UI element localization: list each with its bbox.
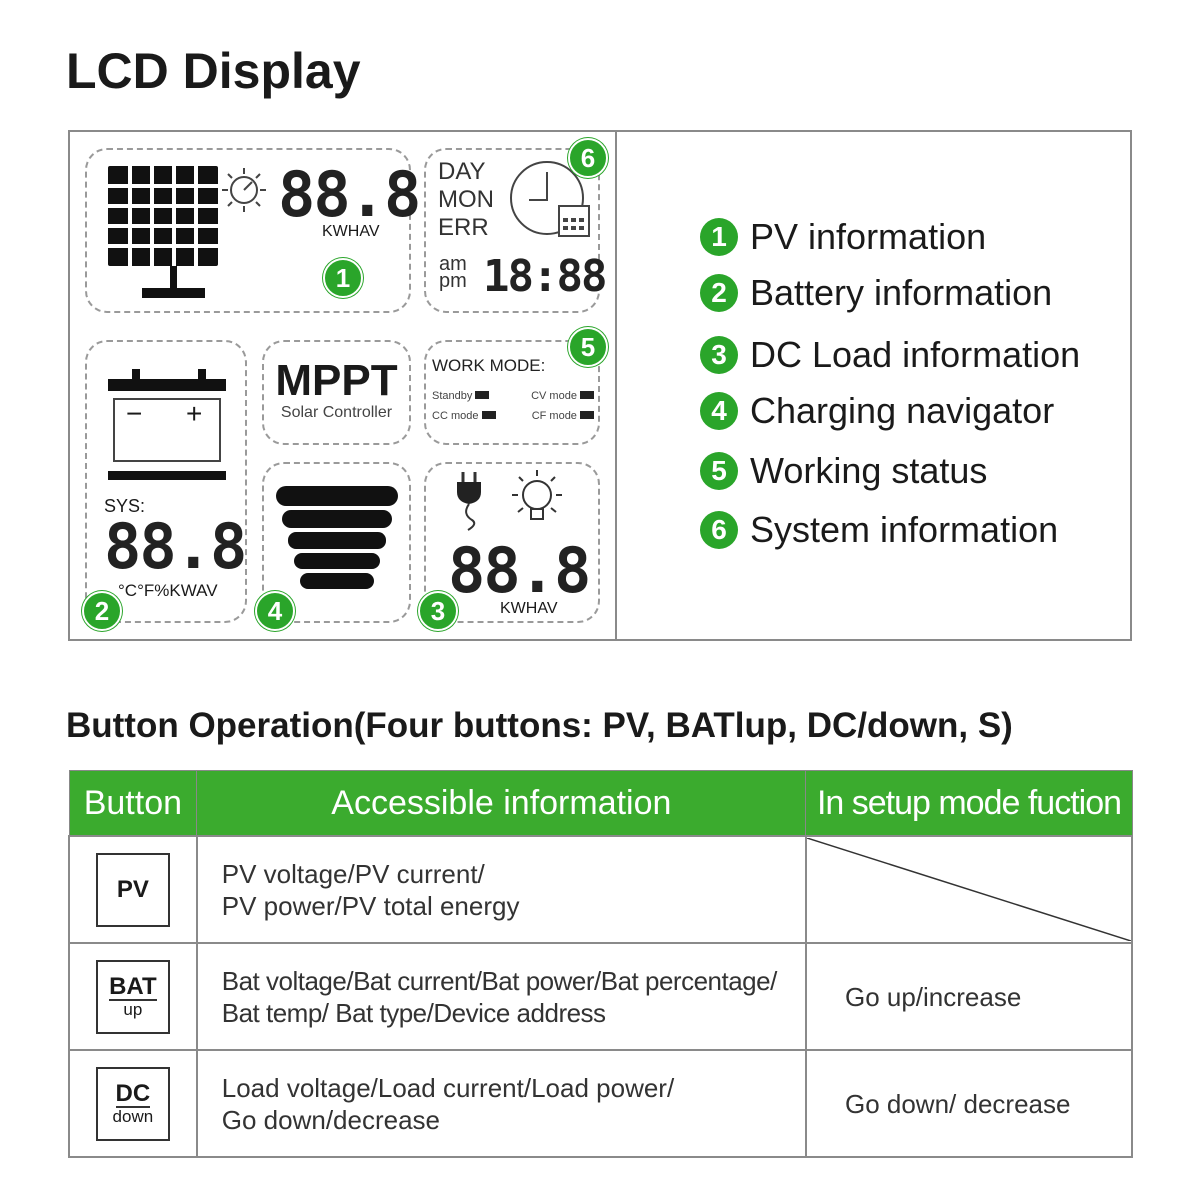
battery-plus: + [186, 398, 203, 429]
legend-label: Battery information [750, 272, 1053, 313]
day-label: DAY [438, 158, 486, 185]
header-accessible-information: Accessible information [196, 770, 807, 837]
legend-label: PV information [750, 216, 987, 257]
pv-button-label: PV [116, 875, 149, 903]
info-line: Bat temp/ Bat type/Device address [221, 997, 606, 1028]
info-cell: Bat voltage/Bat current/Bat power/Bat pe… [195, 942, 807, 1051]
legend-number: 1 [700, 218, 738, 256]
info-line: PV voltage/PV current/ [221, 858, 485, 889]
legend-item-dc-load: 3 DC Load information [700, 334, 1080, 376]
bat-button-label: BAT [109, 972, 157, 1001]
info-line: Load voltage/Load current/Load power/ [221, 1072, 675, 1103]
diagonal-line [806, 838, 1131, 941]
battery-panel [85, 340, 247, 623]
mppt-panel [262, 340, 411, 445]
mode-cf: CF mode [532, 406, 594, 426]
badge-battery: 2 [82, 591, 122, 631]
time-display: 18:88 [483, 251, 607, 302]
badge-system-information: 6 [568, 138, 608, 178]
lcd-display-heading: LCD Display [66, 43, 361, 99]
badge-pv: 1 [323, 258, 363, 298]
setup-cell: Go down/ decrease [804, 1049, 1134, 1158]
info-cell: Load voltage/Load current/Load power/ Go… [195, 1049, 807, 1158]
pv-panel [85, 148, 411, 313]
legend-label: System information [750, 509, 1059, 550]
legend-item-working: 5 Working status [700, 450, 987, 492]
day-mon-err-labels: DAY MON ERR [438, 158, 494, 242]
work-mode-grid: Standby CV mode CC mode CF mode [432, 386, 594, 426]
battery-value-display: 88.8 [104, 510, 247, 583]
legend-number: 2 [700, 274, 738, 312]
table-row: DC down Load voltage/Load current/Load p… [68, 1049, 1134, 1158]
button-cell: BAT up [68, 942, 198, 1051]
info-line: PV power/PV total energy [221, 890, 520, 921]
badge-working-status: 5 [568, 327, 608, 367]
system-panel [424, 148, 600, 313]
legend-number: 5 [700, 452, 738, 490]
mon-label: MON [438, 186, 494, 213]
legend-label: Working status [750, 450, 988, 491]
sys-label: SYS: [104, 496, 146, 516]
badge-dc-load: 3 [418, 591, 458, 631]
am-label: am [439, 253, 467, 275]
pm-label: pm [439, 270, 467, 292]
legend-item-battery: 2 Battery information [700, 272, 1052, 314]
pv-button[interactable]: PV [95, 852, 170, 927]
mppt-subtitle: Solar Controller [280, 404, 393, 421]
header-button: Button [68, 770, 198, 837]
legend-item-system: 6 System information [700, 509, 1058, 551]
legend-item-charging: 4 Charging navigator [700, 390, 1054, 432]
charging-bars-icon [276, 486, 398, 589]
sun-timer-icon [222, 168, 266, 212]
legend-number: 6 [700, 511, 738, 549]
mode-cc: CC mode [432, 406, 496, 426]
badge-charging-navigator: 4 [255, 591, 295, 631]
load-value-display: 88.8 [448, 534, 591, 607]
bat-up-button[interactable]: BAT up [95, 959, 170, 1034]
info-line: Bat voltage/Bat current/Bat power/Bat pe… [221, 965, 778, 996]
table-row: PV PV voltage/PV current/ PV power/PV to… [68, 835, 1134, 944]
button-cell: DC down [68, 1049, 198, 1158]
mode-standby: Standby [432, 386, 490, 406]
button-operation-table: Button Accessible information In setup m… [68, 770, 1134, 1158]
dc-load-panel [424, 462, 600, 623]
pv-value-display: 88.8 [278, 158, 421, 231]
work-mode-panel [424, 340, 600, 445]
button-operation-heading: Button Operation(Four buttons: PV, BATlu… [66, 706, 1013, 745]
up-button-label: up [123, 999, 143, 1019]
pv-units: KWHAV [322, 223, 380, 240]
dc-down-button[interactable]: DC down [95, 1066, 170, 1141]
legend-number: 3 [700, 336, 738, 374]
solar-panel-icon [108, 166, 218, 298]
battery-units: °C°F%KWAV [118, 581, 218, 600]
table-header-row: Button Accessible information In setup m… [68, 770, 1133, 837]
legend-number: 4 [700, 392, 738, 430]
err-label: ERR [438, 214, 489, 241]
header-setup-mode: In setup mode fuction [805, 770, 1133, 837]
info-cell: PV voltage/PV current/ PV power/PV total… [195, 835, 807, 944]
lcd-divider [615, 130, 617, 641]
battery-icon [108, 369, 226, 480]
mppt-title: MPPT [275, 356, 398, 405]
battery-minus: − [126, 398, 143, 429]
legend-item-pv: 1 PV information [700, 216, 986, 258]
dc-button-label: DC [115, 1079, 151, 1108]
charging-navigator-panel [262, 462, 411, 623]
legend-label: DC Load information [750, 334, 1081, 375]
down-button-label: down [112, 1106, 154, 1126]
button-cell: PV [68, 835, 198, 944]
work-mode-title: WORK MODE: [432, 356, 546, 375]
info-line: Go down/decrease [221, 1104, 440, 1135]
clock-calendar-icon [510, 161, 590, 237]
lcd-frame [68, 130, 1132, 641]
ampm-labels: am pm [439, 253, 467, 292]
light-bulb-icon [512, 470, 562, 520]
load-units: KWHAV [500, 600, 558, 617]
setup-cell-empty [804, 835, 1134, 944]
mode-cv: CV mode [531, 386, 594, 406]
plug-icon [457, 472, 481, 531]
setup-cell: Go up/increase [804, 942, 1134, 1051]
table-row: BAT up Bat voltage/Bat current/Bat power… [68, 942, 1134, 1051]
legend-label: Charging navigator [750, 390, 1055, 431]
